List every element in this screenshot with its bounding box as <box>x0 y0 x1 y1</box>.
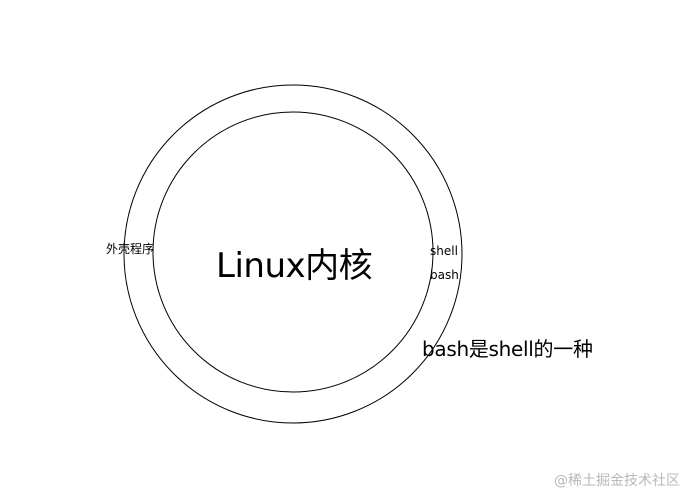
watermark: @稀土掘金技术社区 <box>554 473 680 489</box>
outer-shell-circle <box>123 84 463 424</box>
kernel-circle <box>152 111 434 393</box>
bash-note: bash是shell的一种 <box>422 337 593 361</box>
kernel-label: Linux内核 <box>216 246 373 286</box>
bash-label: bash <box>430 268 459 282</box>
shell-label: shell <box>430 244 458 258</box>
outer-shell-label: 外壳程序 <box>106 242 155 256</box>
